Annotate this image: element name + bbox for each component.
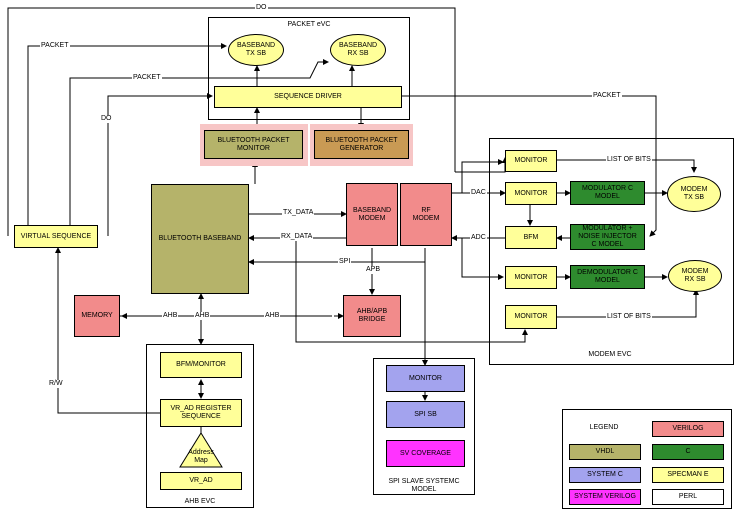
modem-bfm: BFM	[505, 226, 557, 249]
wire-label-spi: SPI	[338, 258, 352, 266]
legend-specman-e: SPECMAN E	[652, 467, 724, 483]
vr-ad-register-sequence: VR_AD REGISTER SEQUENCE	[160, 399, 242, 427]
wire-label-rw: R/W	[48, 380, 64, 388]
modulator-c-model: MODULATOR C MODEL	[570, 181, 645, 205]
baseband-rx-sb: BASEBAND RX SB	[330, 34, 386, 66]
demodulator-c-model: DEMODULATOR C MODEL	[570, 265, 645, 289]
modem-tx-sb: MODEM TX SB	[667, 176, 721, 212]
baseband-tx-sb: BASEBAND TX SB	[228, 34, 284, 66]
legend-perl: PERL	[652, 489, 724, 505]
ahb-evc-frame	[146, 344, 254, 508]
bt-packet-generator: BLUETOOTH PACKET GENERATOR	[314, 130, 409, 159]
wire-label-ahb-right: AHB	[264, 312, 281, 320]
virtual-sequence: VIRTUAL SEQUENCE	[14, 225, 98, 248]
legend-frame	[562, 409, 732, 509]
memory: MEMORY	[74, 295, 120, 337]
baseband-modem: BASEBAND MODEM	[346, 183, 398, 246]
modem-rx-sb: MODEM RX SB	[668, 260, 722, 292]
modem-evc-frame	[489, 138, 734, 365]
wire-label-ahb-mid: AHB	[194, 312, 211, 320]
modem-monitor-2: MONITOR	[505, 182, 557, 205]
wire-label-dac: DAC	[470, 189, 487, 197]
wire-label-packet-1: PACKET	[40, 42, 70, 50]
sv-coverage: SV COVERAGE	[386, 440, 465, 467]
wire-label-packet-2: PACKET	[132, 74, 162, 82]
legend-system-c: SYSTEM C	[569, 467, 641, 483]
modem-evc-title: MODEM EVC	[588, 351, 632, 358]
spi-sb: SPI SB	[386, 401, 465, 428]
bfm-monitor: BFM/MONITOR	[160, 352, 242, 378]
ahb-apb-bridge: AHB/APB BRIDGE	[343, 295, 401, 337]
wire-label-adc: ADC	[470, 234, 487, 242]
wire-label-list-of-bits-2: LIST OF BITS	[606, 313, 652, 321]
modem-monitor-3: MONITOR	[505, 266, 557, 289]
packet-evc-title: PACKET eVC	[287, 21, 331, 28]
rf-modem: RF MODEM	[400, 183, 452, 246]
bluetooth-baseband: BLUETOOTH BASEBAND	[151, 184, 249, 294]
wire-label-do-mid: DO	[100, 115, 113, 123]
wire-label-rx-data: RX_DATA	[280, 233, 314, 241]
legend-vhdl: VHDL	[569, 444, 641, 460]
wire-label-tx-data: TX_DATA	[282, 209, 315, 217]
legend-c: C	[652, 444, 724, 460]
legend-verilog: VERILOG	[652, 421, 724, 437]
wire-label-list-of-bits-1: LIST OF BITS	[606, 156, 652, 164]
wire-label-ahb-left: AHB	[162, 312, 179, 320]
modem-monitor-4: MONITOR	[505, 305, 557, 329]
spi-slave-frame	[373, 358, 475, 495]
legend-system-verilog: SYSTEM VERILOG	[569, 489, 641, 505]
bt-packet-monitor: BLUETOOTH PACKET MONITOR	[204, 130, 303, 159]
vr-ad: VR_AD	[160, 472, 242, 490]
wire-label-packet-right: PACKET	[592, 92, 622, 100]
modulator-noise-injector: MODULATOR + NOISE INJECTOR C MODEL	[570, 224, 645, 250]
spi-slave-title: SPI SLAVE SYSTEMC MODEL	[388, 478, 460, 493]
modem-monitor-1: MONITOR	[505, 150, 557, 172]
packet-evc-frame	[208, 17, 410, 120]
spi-monitor: MONITOR	[386, 365, 465, 392]
ahb-evc-title: AHB EVC	[184, 498, 216, 505]
address-map-triangle	[179, 432, 223, 468]
address-map-label: Address Map	[188, 449, 214, 464]
wire-label-apb: APB	[365, 266, 382, 274]
legend-title: LEGEND	[589, 424, 619, 431]
sequence-driver: SEQUENCE DRIVER	[214, 86, 402, 108]
wire-label-do-top: DO	[255, 4, 268, 12]
